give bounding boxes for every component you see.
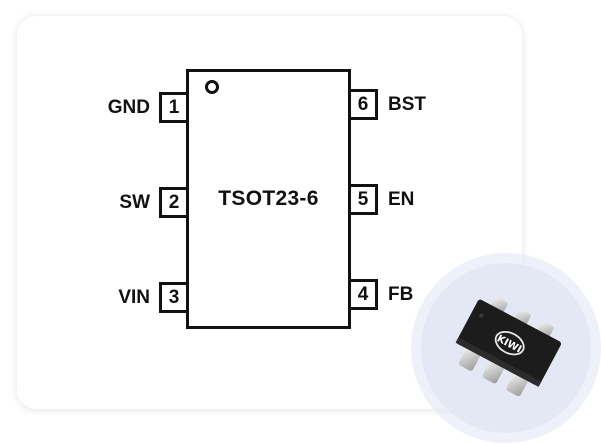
chip-photo-icon: KIWI: [455, 297, 561, 397]
pin-name-sw: SW: [119, 192, 150, 213]
pin-5: 5: [351, 184, 378, 215]
pin-4: 4: [351, 279, 378, 310]
pin1-marker-icon: [205, 80, 219, 94]
chip-pin1-dot: [479, 313, 484, 318]
pin-number: 2: [168, 191, 180, 213]
pin-1: 1: [159, 92, 186, 123]
pin-3: 3: [159, 282, 186, 313]
pin-6: 6: [351, 89, 378, 120]
pin-name-bst: BST: [388, 94, 426, 115]
ic-body: TSOT23-6: [186, 69, 351, 329]
pin-name-en: EN: [388, 189, 415, 210]
pin-number: 4: [357, 283, 369, 305]
package-label: TSOT23-6: [218, 187, 319, 210]
chip-logo-icon: [494, 330, 525, 356]
chip-body: [456, 299, 561, 386]
pin-number: 5: [357, 188, 369, 210]
pin-number: 6: [357, 93, 369, 115]
pin-number: 3: [168, 286, 180, 308]
pin-name-fb: FB: [388, 284, 414, 305]
pin-name-gnd: GND: [107, 97, 150, 118]
pin-name-vin: VIN: [118, 287, 150, 308]
pin-number: 1: [168, 96, 180, 118]
pin-2: 2: [159, 187, 186, 218]
